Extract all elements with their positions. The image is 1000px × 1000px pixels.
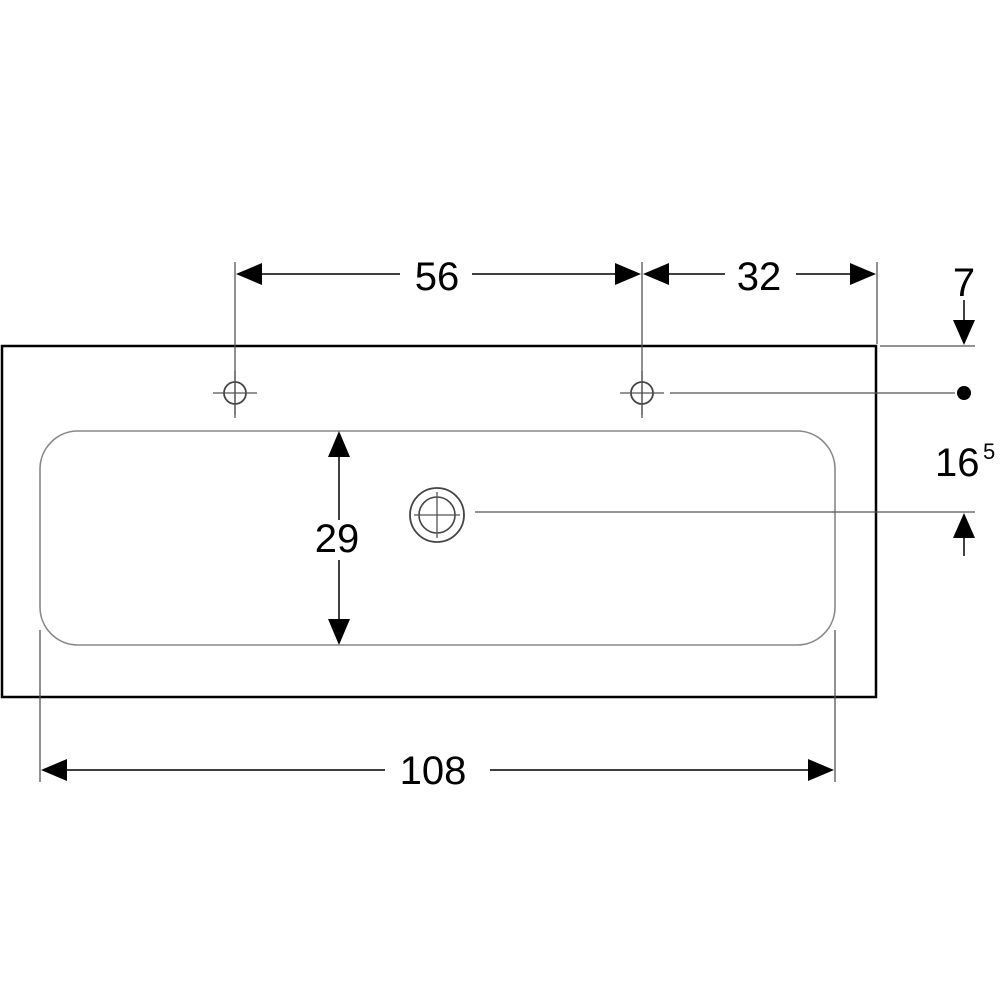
countertop-outline bbox=[0, 344, 878, 699]
dimension-16-superscript: 5 bbox=[983, 439, 995, 464]
tap-hole-icon bbox=[620, 371, 664, 415]
dimension-29-label: 29 bbox=[315, 517, 360, 561]
dimension-56-label: 56 bbox=[415, 255, 460, 299]
dimension-16-label: 16 bbox=[935, 441, 980, 485]
drain-icon bbox=[409, 487, 465, 543]
dimension-right: 7 16 5 bbox=[475, 261, 995, 556]
dimension-32-label: 32 bbox=[737, 255, 782, 299]
basin-bowl-outline bbox=[39, 430, 836, 646]
tap-hole-icon bbox=[213, 371, 257, 415]
dimension-bowl-depth: 29 bbox=[315, 431, 360, 645]
dimension-bottom: 108 bbox=[39, 630, 836, 793]
dimension-108-label: 108 bbox=[400, 749, 467, 793]
dimension-top: 56 32 bbox=[234, 255, 878, 418]
reference-point-icon bbox=[957, 386, 971, 400]
dimension-7-label: 7 bbox=[953, 261, 975, 305]
